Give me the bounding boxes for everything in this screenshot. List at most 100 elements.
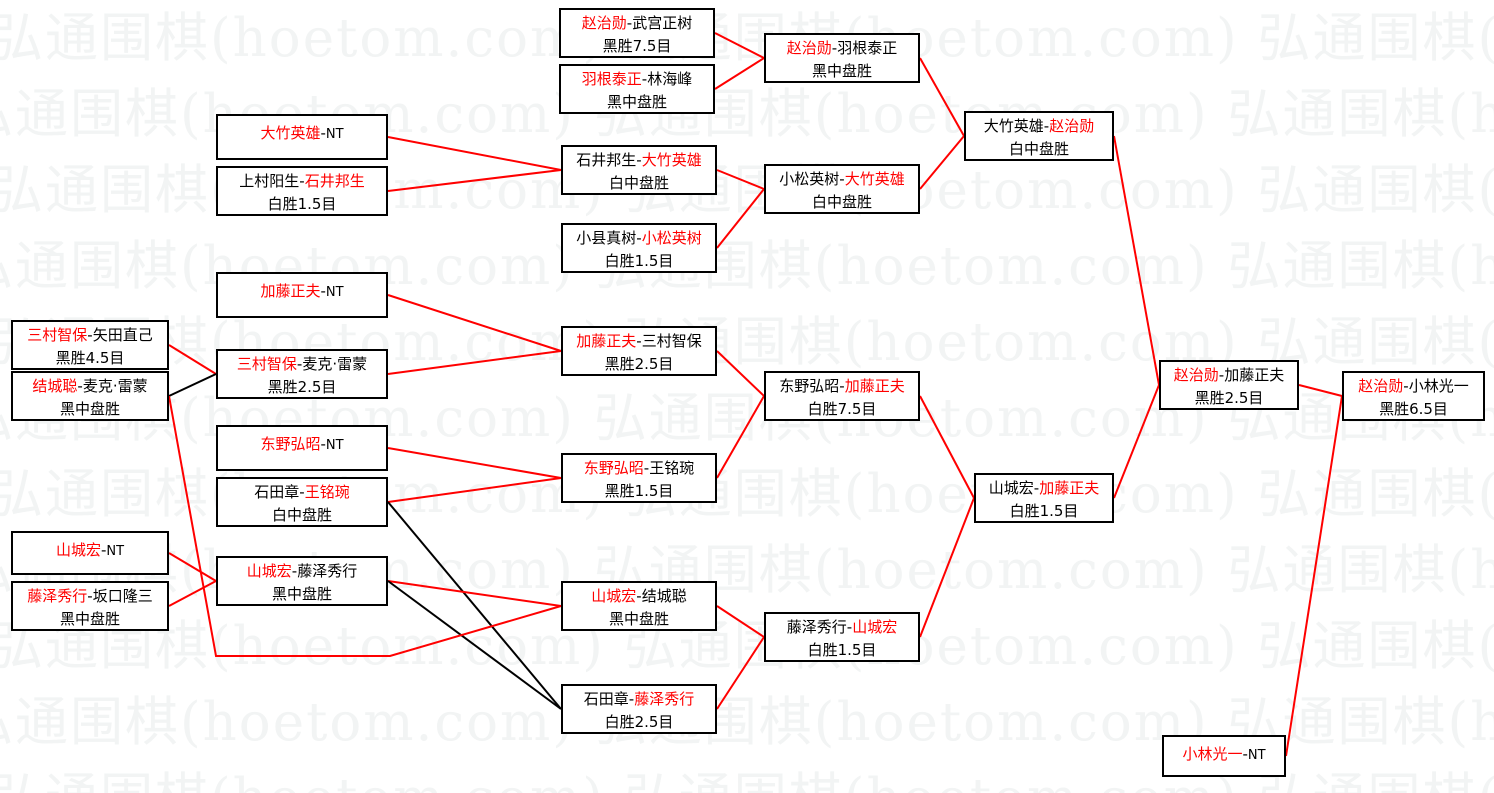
player-separator: -	[831, 39, 838, 57]
link-n11-n13	[168, 344, 217, 375]
player-one: 加藤正夫	[260, 282, 321, 300]
player-separator: -	[628, 690, 635, 708]
players-line: 藤泽秀行-坂口隆三	[13, 585, 167, 608]
player-two: 小林光一	[1408, 377, 1469, 395]
players-line: 山城宏-加藤正夫	[976, 477, 1112, 500]
player-separator: -	[299, 172, 305, 190]
player-separator: -	[636, 332, 642, 350]
match-result: 白胜1.5目	[1009, 502, 1079, 520]
match-box[interactable]: 赵治勋-羽根泰正黑中盘胜	[764, 33, 920, 83]
match-box[interactable]: 三村智保-麦克·雷蒙黑胜2.5目	[216, 349, 388, 399]
match-result: 黑胜2.5目	[267, 378, 337, 396]
players-line: 上村阳生-石井邦生	[218, 170, 386, 193]
link-n26-n28	[1298, 384, 1343, 397]
link-n3-n9	[919, 57, 965, 137]
watermark-text: 弘通围棋(hoetom.com) 弘通围棋(hoetom.com) 弘通围棋(h…	[0, 616, 1494, 677]
players-line: 藤泽秀行-山城宏	[766, 616, 918, 639]
link-n24-n25	[919, 497, 975, 638]
match-result: 黑中盘胜	[271, 585, 332, 603]
match-result: 白胜1.5目	[604, 252, 674, 270]
player-one: 石田章	[254, 483, 300, 501]
players-line: 山城宏-藤泽秀行	[218, 560, 386, 583]
match-box[interactable]: 东野弘昭-NT	[216, 425, 388, 471]
player-one: 东野弘昭	[260, 435, 321, 453]
match-box[interactable]: 石井邦生-大竹英雄白中盘胜	[561, 145, 717, 195]
player-two: NT	[325, 285, 344, 300]
player-one: 加藤正夫	[576, 332, 637, 350]
players-line: 大竹英雄-赵治勋	[966, 115, 1112, 138]
player-two: 加藤正夫	[844, 377, 905, 395]
match-box[interactable]: 藤泽秀行-坂口隆三黑中盘胜	[11, 581, 169, 631]
players-line: 加藤正夫-NT	[260, 280, 343, 304]
match-box[interactable]: 大竹英雄-赵治勋白中盘胜	[964, 111, 1114, 161]
player-separator: -	[1043, 117, 1050, 135]
player-one: 三村智保	[236, 355, 297, 373]
player-one: 赵治勋	[1358, 377, 1404, 395]
match-result: 白胜1.5目	[807, 641, 877, 659]
player-one: 三村智保	[27, 326, 88, 344]
players-line: 东野弘昭-NT	[260, 433, 343, 457]
link-n13-n14	[387, 350, 562, 375]
match-box[interactable]: 藤泽秀行-山城宏白胜1.5目	[764, 612, 920, 662]
match-box[interactable]: 小松英树-大竹英雄白中盘胜	[764, 164, 920, 214]
players-line: 小松英树-大竹英雄	[766, 168, 918, 191]
match-box[interactable]: 石田章-王铭琬白中盘胜	[216, 477, 388, 527]
match-box[interactable]: 结城聪-麦克·雷蒙黑中盘胜	[11, 371, 169, 421]
player-two: 结城聪	[641, 587, 687, 605]
players-line: 三村智保-矢田直己	[13, 324, 167, 347]
match-box[interactable]: 山城宏-藤泽秀行黑中盘胜	[216, 556, 388, 606]
match-box[interactable]: 小县真树-小松英树白胜1.5目	[561, 223, 717, 273]
match-box[interactable]: 山城宏-NT	[11, 531, 169, 575]
player-one: 石田章	[583, 690, 629, 708]
match-box[interactable]: 赵治勋-武宫正树黑胜7.5目	[559, 8, 715, 58]
match-box[interactable]: 三村智保-矢田直己黑胜4.5目	[11, 320, 169, 370]
match-box[interactable]: 加藤正夫-NT	[216, 272, 388, 318]
match-result: 黑胜2.5目	[604, 355, 674, 373]
match-result: 黑中盘胜	[606, 93, 667, 111]
match-box[interactable]: 羽根泰正-林海峰黑中盘胜	[559, 64, 715, 114]
players-line: 石井邦生-大竹英雄	[563, 149, 715, 172]
link-n25-n26	[1113, 384, 1160, 499]
player-separator: -	[636, 229, 642, 247]
player-one: 羽根泰正	[581, 70, 642, 88]
match-box[interactable]: 加藤正夫-三村智保黑胜2.5目	[561, 326, 717, 376]
player-two: NT	[325, 127, 344, 142]
link-n1-n3	[714, 32, 765, 59]
match-box[interactable]: 石田章-藤泽秀行白胜2.5目	[561, 684, 717, 734]
match-box[interactable]: 大竹英雄-NT	[216, 114, 388, 160]
player-separator: -	[839, 377, 845, 395]
match-box[interactable]: 小林光一-NT	[1162, 735, 1286, 777]
link-n15-n25	[919, 395, 975, 499]
player-two: 王铭琬	[304, 483, 350, 501]
match-result: 黑中盘胜	[59, 400, 120, 418]
player-two: 加藤正夫	[1224, 366, 1285, 384]
players-line: 结城聪-麦克·雷蒙	[13, 375, 167, 398]
link-n21-n22	[387, 580, 562, 607]
player-separator: -	[839, 170, 845, 188]
match-box[interactable]: 东野弘昭-加藤正夫白胜7.5目	[764, 371, 920, 421]
match-result: 白中盘胜	[608, 174, 669, 192]
link-n17-n18	[387, 477, 562, 503]
match-box[interactable]: 赵治勋-小林光一黑胜6.5目	[1342, 371, 1485, 421]
player-separator: -	[296, 355, 303, 373]
match-result: 黑胜6.5目	[1379, 400, 1448, 418]
match-result: 白中盘胜	[1008, 140, 1069, 158]
link-n12-n13	[168, 373, 217, 397]
players-line: 石田章-王铭琬	[218, 481, 386, 504]
match-box[interactable]: 山城宏-结城聪黑中盘胜	[561, 581, 717, 631]
match-box[interactable]: 上村阳生-石井邦生白胜1.5目	[216, 166, 388, 216]
player-separator: -	[77, 377, 83, 395]
player-one: 山城宏	[988, 479, 1034, 497]
player-two: 大竹英雄	[641, 151, 702, 169]
player-one: 东野弘昭	[583, 459, 644, 477]
player-two: 王铭琬	[649, 459, 695, 477]
players-line: 石田章-藤泽秀行	[563, 688, 715, 711]
player-one: 大竹英雄	[260, 124, 321, 142]
match-box[interactable]: 东野弘昭-王铭琬黑胜1.5目	[561, 453, 717, 503]
player-one: 小松英树	[779, 170, 840, 188]
players-line: 赵治勋-武宫正树	[561, 12, 713, 35]
match-box[interactable]: 赵治勋-加藤正夫黑胜2.5目	[1159, 360, 1299, 410]
player-two: 三村智保	[641, 332, 702, 350]
match-box[interactable]: 山城宏-加藤正夫白胜1.5目	[974, 473, 1114, 523]
